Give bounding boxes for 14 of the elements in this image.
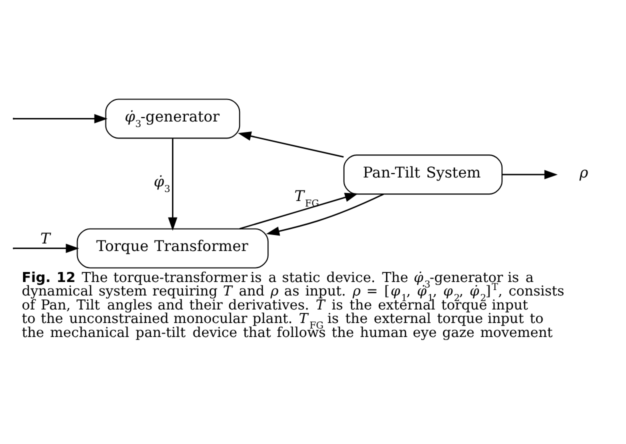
arrow: [266, 194, 384, 236]
arrow: [502, 170, 558, 180]
edge-label: φ̇$_{3}$: [154, 173, 170, 195]
arrow: [239, 192, 358, 230]
arrow: [14, 244, 80, 253]
node-box: Pan-Tilt System: [343, 154, 503, 195]
arrow: [14, 114, 108, 124]
node-box: Torque Transformer: [76, 228, 269, 268]
caption: Fig. 12 The torque-transformer is a static device. The φ̇$_{3}$-generator is a dynamical system requiring T and ρ as input. ρ = [φ$_{1}$, φ̇$_{1}$, φ$_{2}$, φ̇$_{2}$]$^{T}$, consists of Pan, Tilt angles and their derivatives. T is the external torque input to the unconstrained monocular plant. T$_{FG}$ is the external torque input to the mechanical pan-tilt device that follows the human eye gaze movement: [22, 270, 564, 341]
edge-label: T: [40, 230, 50, 248]
node-box: φ̇$_{3}$-generator: [105, 98, 240, 139]
arrow: [238, 132, 344, 158]
node-text: ρ: [580, 164, 588, 182]
arrow: [168, 138, 178, 231]
